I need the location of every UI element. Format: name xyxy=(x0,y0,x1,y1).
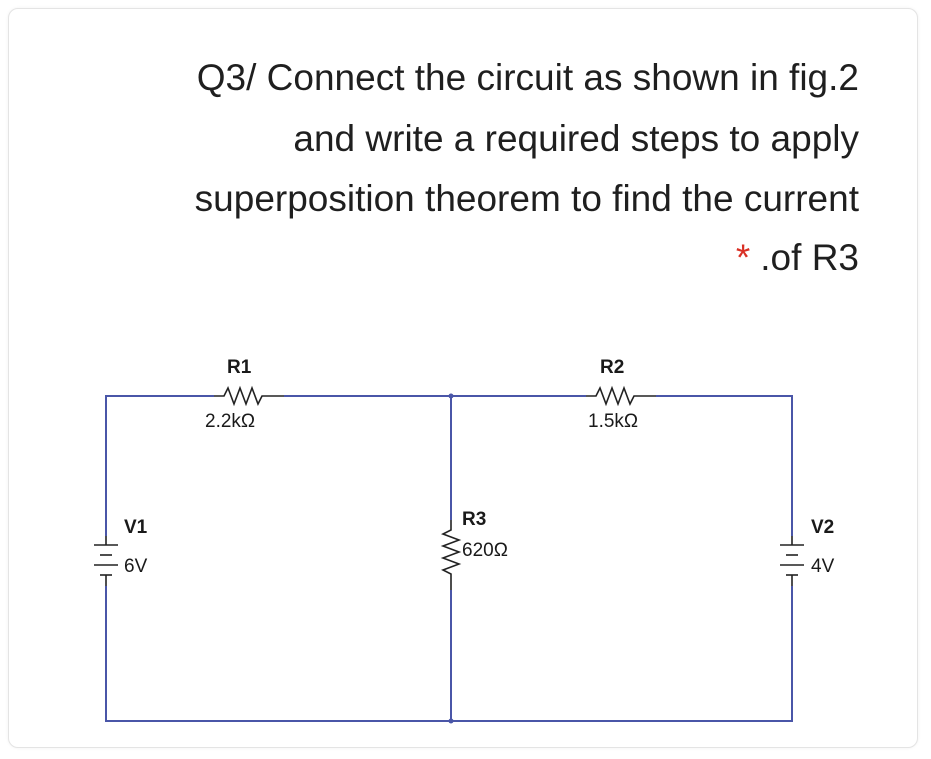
wire-bottom-right xyxy=(451,586,793,722)
resistor-r1: R1 2.2kΩ xyxy=(205,357,284,432)
wire-top-left xyxy=(105,395,214,536)
junction-top xyxy=(448,393,454,399)
r3-name-label: R3 xyxy=(462,509,486,530)
resistor-r1-zigzag xyxy=(214,385,284,407)
v2-name-label: V2 xyxy=(811,517,834,538)
junction-bottom xyxy=(448,718,454,724)
resistor-r2-zigzag xyxy=(586,385,656,407)
question-line-3: superposition theorem to find the curren… xyxy=(194,178,859,219)
wire-top-right xyxy=(656,395,793,536)
battery-v2: V2 4V xyxy=(780,517,835,586)
r2-name-label: R2 xyxy=(600,357,624,378)
question-line-2: and write a required steps to apply xyxy=(293,118,859,159)
required-asterisk: * xyxy=(735,237,751,278)
battery-v1: V1 6V xyxy=(94,517,148,586)
wire-bottom-left xyxy=(105,586,451,722)
question-line-1: Q3/ Connect the circuit as shown in fig.… xyxy=(196,57,859,98)
r3-value-label: 620Ω xyxy=(462,540,508,561)
resistor-r3: R3 620Ω xyxy=(440,509,508,590)
v1-name-label: V1 xyxy=(124,517,148,538)
r1-name-label: R1 xyxy=(227,357,252,378)
r2-value-label: 1.5kΩ xyxy=(588,411,638,432)
resistor-r2: R2 1.5kΩ xyxy=(586,357,656,432)
v1-value-label: 6V xyxy=(124,556,148,577)
r1-value-label: 2.2kΩ xyxy=(205,411,255,432)
v2-value-label: 4V xyxy=(811,556,835,577)
question-line-4-text: .of R3 xyxy=(760,237,859,278)
question-line-4: *.of R3 xyxy=(736,236,859,280)
resistor-r3-zigzag xyxy=(440,520,462,590)
question-card xyxy=(8,8,918,748)
